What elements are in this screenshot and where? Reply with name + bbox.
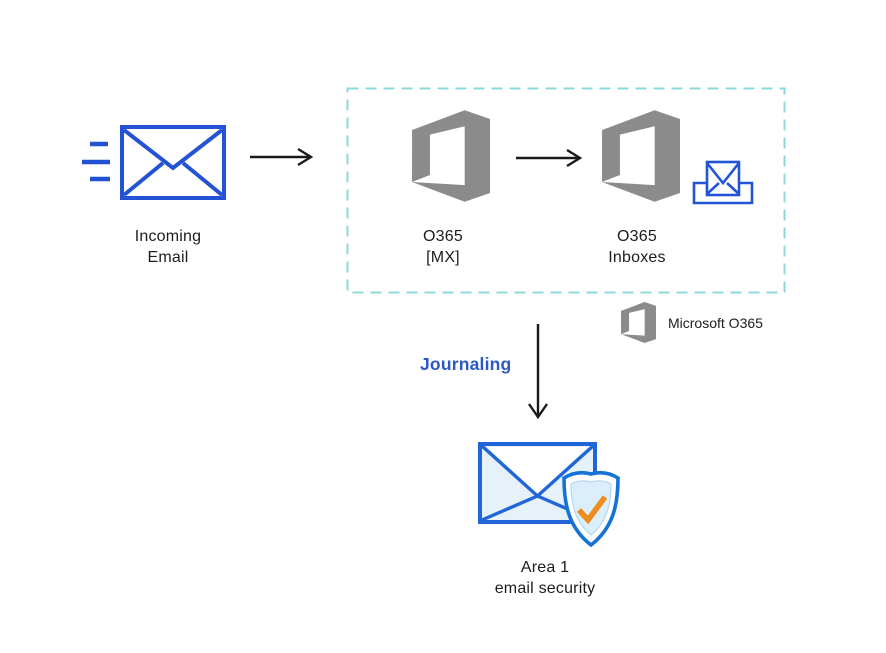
o365-mx-label-line1: O365 — [423, 228, 463, 245]
area1-email-security-icon — [478, 442, 620, 548]
o365-mx-label-line2: [MX] — [426, 249, 460, 266]
o365-inboxes-label-line1: O365 — [617, 228, 657, 245]
legend-o365-logo-icon — [621, 302, 656, 343]
area1-label: Area 1 email security — [470, 557, 620, 599]
o365-boundary-dashed-box — [346, 87, 786, 294]
inbox-mail-tray-icon — [692, 160, 754, 205]
area1-label-line2: email security — [494, 580, 596, 597]
arrow-down-icon — [528, 324, 548, 420]
shield-inner — [570, 480, 612, 536]
o365-mx-logo-icon — [412, 110, 490, 202]
speed-lines-icon — [82, 141, 110, 182]
o365-mx-label: O365 [MX] — [383, 226, 503, 268]
legend-label: Microsoft O365 — [668, 315, 763, 331]
o365-inboxes-label: O365 Inboxes — [577, 226, 697, 268]
o365-inboxes-logo-icon — [602, 110, 680, 202]
o365-inboxes-label-line2: Inboxes — [608, 249, 666, 266]
incoming-email-label-line1: Incoming — [134, 228, 202, 245]
shield-check-icon — [562, 470, 620, 548]
checkmark-icon — [576, 495, 608, 525]
incoming-email-icon — [82, 125, 226, 200]
arrow-right-icon — [516, 148, 583, 168]
arrow-right-icon — [250, 147, 314, 167]
incoming-email-label-line2: Email — [147, 249, 189, 266]
envelope-icon — [120, 125, 226, 200]
area1-label-line1: Area 1 — [520, 559, 570, 576]
journaling-label: Journaling — [420, 354, 512, 374]
incoming-email-label: Incoming Email — [93, 226, 243, 268]
